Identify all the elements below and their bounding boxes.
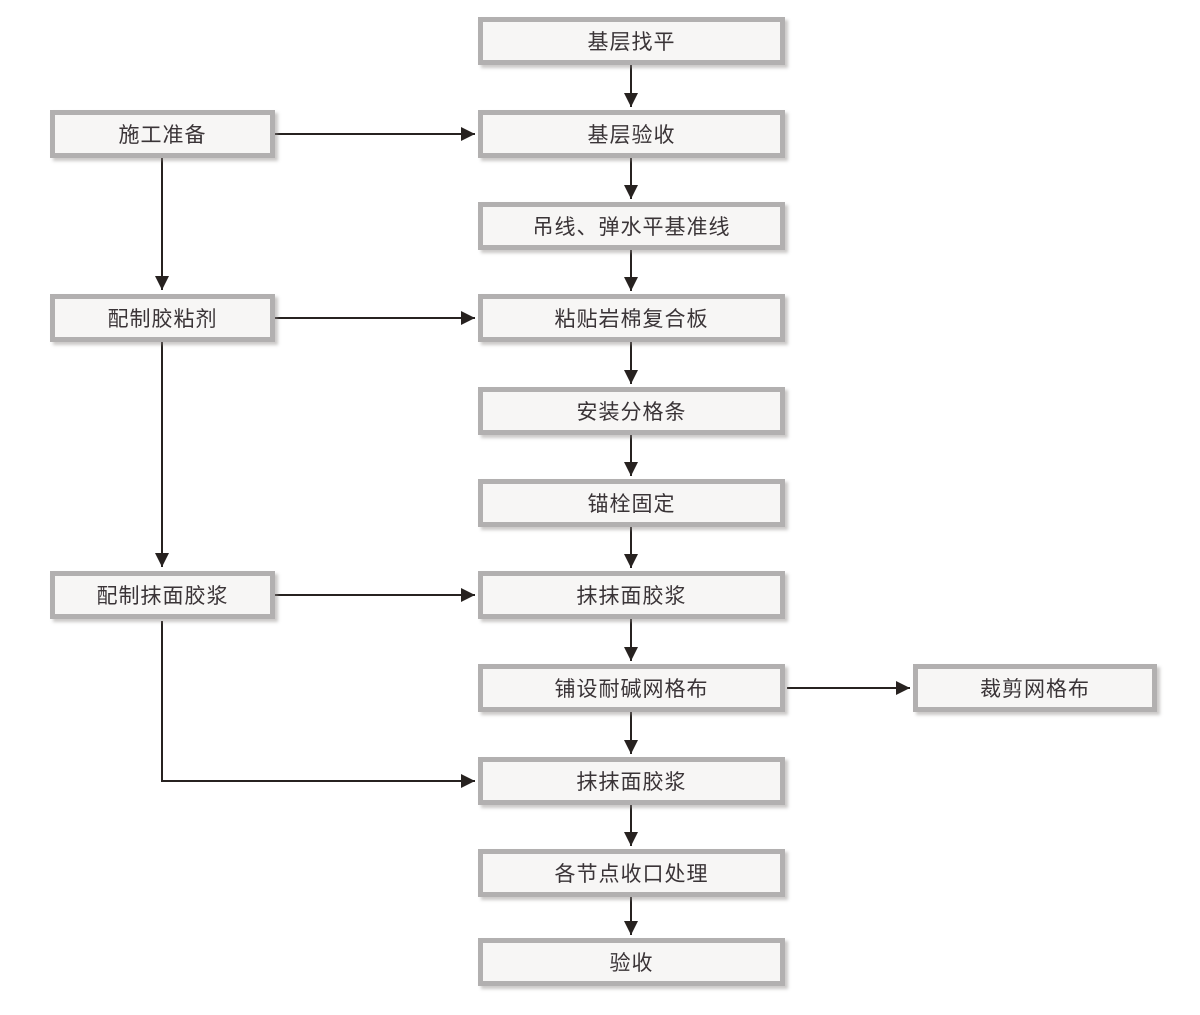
flow-node-construction-prep: 施工准备 <box>50 110 275 158</box>
flow-node-apply-mortar-2: 抹抹面胶浆 <box>478 757 785 805</box>
flow-node-apply-mortar-1: 抹抹面胶浆 <box>478 571 785 619</box>
flow-node-prepare-adhesive: 配制胶粘剂 <box>50 294 275 342</box>
flow-node-base-leveling: 基层找平 <box>478 17 785 65</box>
flow-node-base-acceptance: 基层验收 <box>478 110 785 158</box>
flow-node-install-strips: 安装分格条 <box>478 387 785 435</box>
flow-node-datum-lines: 吊线、弹水平基准线 <box>478 202 785 250</box>
flow-node-final-acceptance: 验收 <box>478 938 785 986</box>
flow-node-prepare-mortar: 配制抹面胶浆 <box>50 571 275 619</box>
flow-node-anchor-fixing: 锚栓固定 <box>478 479 785 527</box>
flow-node-cut-mesh: 裁剪网格布 <box>913 664 1157 712</box>
flow-node-lay-mesh: 铺设耐碱网格布 <box>478 664 785 712</box>
flow-node-paste-rockwool: 粘贴岩棉复合板 <box>478 294 785 342</box>
flow-node-joint-treatment: 各节点收口处理 <box>478 849 785 897</box>
connector-l3-c9 <box>161 621 475 788</box>
